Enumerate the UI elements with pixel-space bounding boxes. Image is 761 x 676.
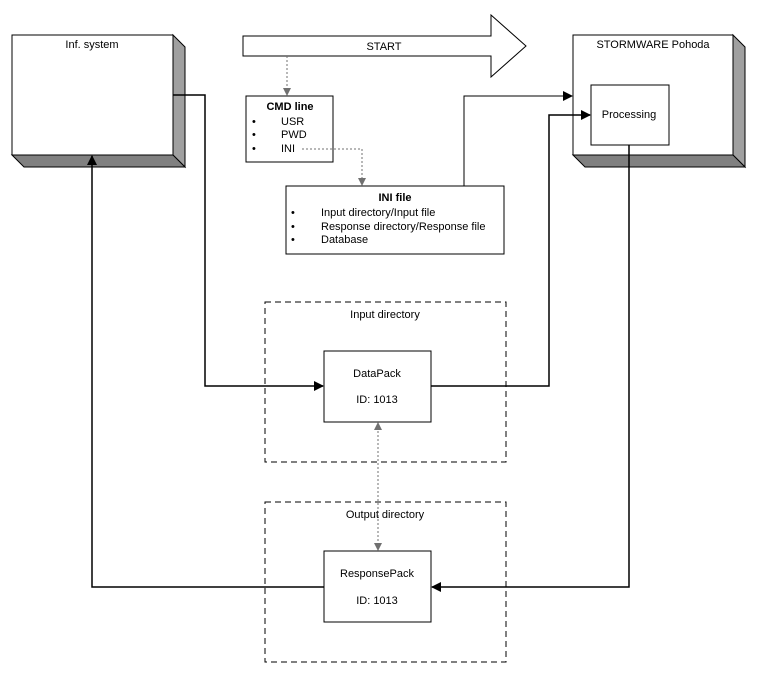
start-arrow: START <box>242 13 527 79</box>
ini-file-box: INI file • Input directory/Input file • … <box>285 185 505 255</box>
datapack-box: DataPack ID: 1013 <box>323 350 432 423</box>
datapack-id: ID: 1013 <box>356 394 398 406</box>
ini-file-item-response: Response directory/Response file <box>321 221 485 233</box>
output-directory-label: Output directory <box>346 509 425 521</box>
inf-system-box: Inf. system <box>10 33 187 169</box>
ini-file-item-input: Input directory/Input file <box>321 207 435 219</box>
input-directory-frame: Input directory <box>264 301 507 463</box>
datapack-name: DataPack <box>353 368 401 380</box>
connector-responsepack-to-infsystem <box>87 155 324 588</box>
input-directory-label: Input directory <box>350 309 420 321</box>
ini-file-item-database: Database <box>321 234 368 246</box>
processing-label: Processing <box>602 109 656 121</box>
pohoda-title: STORMWARE Pohoda <box>596 39 710 51</box>
output-directory-frame: Output directory <box>264 501 507 663</box>
connector-ini-to-pohoda <box>463 91 573 186</box>
responsepack-box: ResponsePack ID: 1013 <box>323 550 432 623</box>
cmd-line-box: CMD line • USR • PWD • INI <box>245 95 334 163</box>
start-label: START <box>366 41 401 53</box>
processing-box <box>590 84 670 146</box>
ini-file-bullet: • <box>291 234 295 246</box>
cmd-line-bullet: • <box>252 116 256 128</box>
ini-file-bullet: • <box>291 221 295 233</box>
ini-file-bullet: • <box>291 207 295 219</box>
responsepack-id: ID: 1013 <box>356 595 398 607</box>
cmd-line-title: CMD line <box>266 101 313 113</box>
cmd-line-item-usr: USR <box>281 116 304 128</box>
cmd-line-bullet: • <box>252 129 256 141</box>
responsepack-name: ResponsePack <box>340 568 414 580</box>
ini-file-title: INI file <box>378 192 411 204</box>
cmd-line-item-pwd: PWD <box>281 129 307 141</box>
inf-system-title: Inf. system <box>65 39 118 51</box>
connector-cmd-to-ini <box>302 148 366 186</box>
connector-datapack-to-processing <box>431 110 591 387</box>
connector-infsystem-to-datapack <box>173 94 324 391</box>
cmd-line-item-ini: INI <box>281 143 295 155</box>
pohoda-box: STORMWARE Pohoda Processing <box>571 33 747 169</box>
connector-processing-to-responsepack <box>431 145 630 592</box>
cmd-line-bullet: • <box>252 143 256 155</box>
